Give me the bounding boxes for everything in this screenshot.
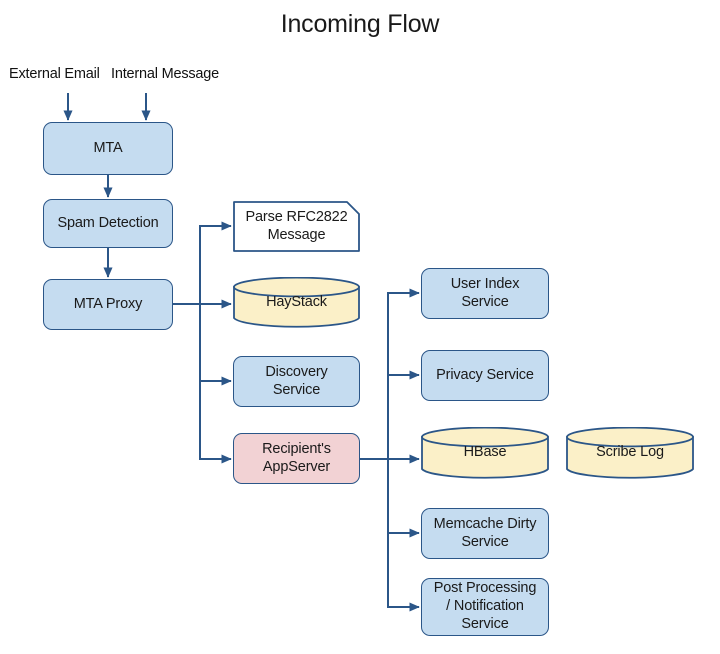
- edge-mta-proxy-to-recipients-appserver: [199, 304, 232, 464]
- node-memcache-dirty-service[interactable]: Memcache Dirty Service: [421, 508, 549, 559]
- node-mta-proxy-label: MTA Proxy: [73, 295, 143, 312]
- node-memcache-dirty-service-label: Memcache Dirty Service: [433, 515, 537, 550]
- node-recipients-appserver-label: Recipient's AppServer: [262, 440, 331, 475]
- cylinder-shape-icon: [421, 427, 549, 479]
- node-parse-rfc2822-message[interactable]: Parse RFC2822 Message: [233, 201, 360, 252]
- input-label-external-email: External Email: [9, 66, 100, 82]
- note-shape-icon: [233, 201, 360, 252]
- edge-mta-proxy-to-parse-rfc2822: [173, 221, 232, 305]
- cylinder-shape-icon: [566, 427, 694, 479]
- node-privacy-service[interactable]: Privacy Service: [421, 350, 549, 401]
- node-scribe-log-label: Scribe Log: [596, 444, 664, 461]
- node-hbase[interactable]: HBase: [421, 427, 549, 479]
- node-hbase-label: HBase: [463, 444, 507, 461]
- node-scribe-log[interactable]: Scribe Log: [566, 427, 694, 479]
- node-discovery-service-label: Discovery Service: [265, 363, 328, 398]
- diagram-title: Incoming Flow: [280, 10, 440, 38]
- node-parse-rfc2822-message-label: Parse RFC2822 Message: [245, 208, 348, 243]
- node-spam-detection-label: Spam Detection: [57, 214, 159, 231]
- node-user-index-service[interactable]: User Index Service: [421, 268, 549, 319]
- node-spam-detection[interactable]: Spam Detection: [43, 199, 173, 248]
- node-mta[interactable]: MTA: [43, 122, 173, 175]
- edge-recipients-appserver-to-memcache-dirty-service: [387, 459, 420, 538]
- node-user-index-service-label: User Index Service: [450, 275, 520, 310]
- edge-mta-proxy-to-discovery-service: [199, 304, 232, 386]
- node-discovery-service[interactable]: Discovery Service: [233, 356, 360, 407]
- node-haystack[interactable]: HayStack: [233, 277, 360, 328]
- node-recipients-appserver[interactable]: Recipient's AppServer: [233, 433, 360, 484]
- input-label-internal-message: Internal Message: [111, 66, 220, 82]
- node-mta-proxy[interactable]: MTA Proxy: [43, 279, 173, 330]
- node-privacy-service-label: Privacy Service: [436, 366, 534, 383]
- node-haystack-label: HayStack: [266, 293, 327, 310]
- edge-recipients-appserver-to-post-processing: [387, 459, 420, 612]
- node-post-processing-notification-service[interactable]: Post Processing / Notification Service: [421, 578, 549, 636]
- cylinder-shape-icon: [233, 277, 360, 328]
- node-mta-label: MTA: [93, 139, 123, 156]
- edge-recipients-appserver-to-privacy-service: [387, 370, 420, 459]
- node-post-processing-notification-service-label: Post Processing / Notification Service: [433, 580, 537, 632]
